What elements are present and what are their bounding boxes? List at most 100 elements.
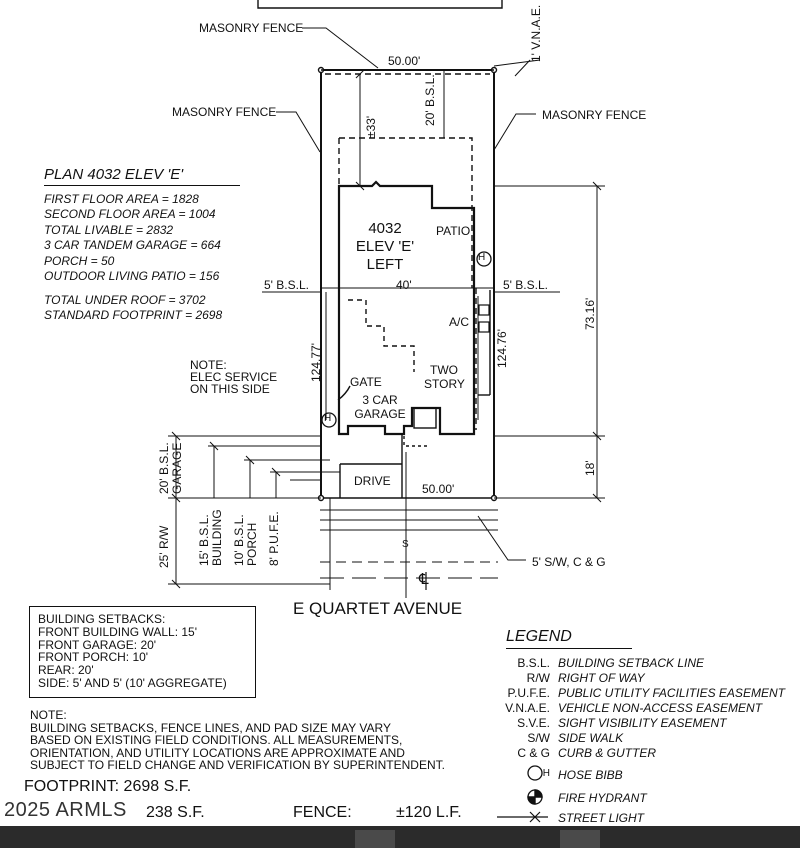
elevation-label: ELEV 'E'	[355, 238, 415, 255]
setback-line: FRONT PORCH: 10'	[38, 650, 149, 665]
sidewalk-label: 5' S/W, C & G	[532, 555, 606, 569]
setback-line: FRONT GARAGE: 20'	[38, 637, 157, 652]
plan-area-line: OUTDOOR LIVING PATIO = 156	[44, 269, 220, 283]
setback-line: SIDE: 5' AND 5' (10' AGGREGATE)	[38, 675, 227, 690]
armls-watermark: 2025 ARMLS	[4, 799, 127, 821]
masonry-fence-label-top: MASONRY FENCE	[199, 21, 304, 35]
plan-number: 4032	[368, 220, 402, 237]
setback-line: FRONT BUILDING WALL: 15'	[38, 624, 197, 639]
legend-def: CURB & GUTTER	[558, 746, 657, 760]
legend-item: P.U.F.E. PUBLIC UTILITY FACILITIES EASEM…	[480, 686, 800, 700]
partial-sf-value: 238 S.F.	[146, 804, 205, 821]
note-line: NOTE:	[30, 708, 67, 722]
legend-item: B.S.L. BUILDING SETBACK LINE	[480, 656, 800, 670]
garage-setback-dim: 20' B.S.L. GARAGE	[157, 442, 184, 494]
plan-title: PLAN 4032 ELEV 'E'	[44, 167, 240, 186]
masonry-fence-label-right: MASONRY FENCE	[542, 108, 647, 122]
plan-area-line: TOTAL LIVABLE = 2832	[44, 222, 174, 237]
note-line: SUBJECT TO FIELD CHANGE AND VERIFICATION…	[30, 758, 445, 772]
bottom-toolbar	[0, 826, 800, 848]
legend-def: FIRE HYDRANT	[558, 791, 647, 805]
toolbar-segment[interactable]	[355, 830, 395, 848]
elec-note-line: ELEC SERVICE	[190, 370, 278, 384]
legend-def: PUBLIC UTILITY FACILITIES EASEMENT	[558, 686, 785, 700]
hose-bibb-symbol-front: H	[324, 413, 332, 424]
legend-def: RIGHT OF WAY	[558, 671, 645, 685]
fence-label: FENCE:	[293, 804, 352, 821]
patio-label: PATIO	[436, 224, 471, 238]
setback-line: BUILDING SETBACKS:	[38, 612, 166, 626]
legend-def: HOSE BIBB	[558, 768, 623, 782]
legend-title: LEGEND	[506, 628, 632, 649]
vnae-label: 1' V.N.A.E.	[529, 4, 543, 62]
garage-label: 3 CAR GARAGE	[354, 393, 406, 421]
legend-item: FIRE HYDRANT	[480, 791, 800, 805]
legend-abbr: P.U.F.E.	[507, 686, 550, 700]
house-width-dim: 40'	[396, 278, 412, 292]
plan-area-line: TOTAL UNDER ROOF = 3702	[44, 292, 206, 307]
legend-item: S.V.E. SIGHT VISIBILITY EASEMENT	[480, 716, 800, 730]
rear-depth-dim: ±33'	[364, 115, 378, 138]
centerline-icon: ℄	[419, 571, 429, 588]
legend-def: SIGHT VISIBILITY EASEMENT	[558, 716, 727, 730]
ac-label: A/C	[449, 315, 470, 329]
legend-abbr: R/W	[526, 671, 550, 685]
house-depth-dim: 73.16'	[583, 297, 597, 330]
elec-note-line: ON THIS SIDE	[190, 382, 270, 396]
legend-item: C & G CURB & GUTTER	[480, 746, 800, 760]
gate-label: GATE	[350, 375, 382, 389]
hose-bibb-symbol-rear: H	[478, 252, 486, 263]
plan-info: PLAN 4032 ELEV 'E' FIRST FLOOR AREA = 18…	[44, 167, 240, 324]
lot-depth-right: 124.76'	[495, 329, 509, 368]
footprint-summary: FOOTPRINT: 2698 S.F.	[24, 778, 192, 795]
building-setbacks-box: BUILDING SETBACKS: FRONT BUILDING WALL: …	[29, 606, 256, 698]
plan-area-line: PORCH = 50	[44, 253, 115, 268]
side-bsl-right: 5' B.S.L.	[503, 278, 548, 292]
two-story-label: TWO STORY	[424, 363, 465, 391]
plan-area-line: STANDARD FOOTPRINT = 2698	[44, 308, 223, 322]
lot-depth-left: 124.77'	[309, 343, 323, 382]
note-line: BUILDING SETBACKS, FENCE LINES, AND PAD …	[30, 720, 391, 735]
legend-def: STREET LIGHT	[558, 811, 645, 825]
plan-area-line: 3 CAR TANDEM GARAGE = 664	[44, 238, 221, 252]
legend-abbr: V.N.A.E.	[505, 701, 550, 715]
street-name: E QUARTET AVENUE	[293, 599, 463, 618]
hose-bibb-icon: H	[542, 768, 550, 779]
elec-note: NOTE: ELEC SERVICE ON THIS SIDE	[190, 359, 277, 395]
legend-item: STREET LIGHT	[480, 811, 800, 825]
right-of-way-dim: 25' R/W	[157, 525, 171, 568]
setback-line: REAR: 20'	[38, 663, 94, 678]
legend-abbr: C & G	[517, 746, 550, 760]
plan-area-line: FIRST FLOOR AREA = 1828	[44, 191, 199, 206]
legend-def: SIDE WALK	[558, 731, 624, 745]
plan-area-line: SECOND FLOOR AREA = 1004	[44, 207, 216, 221]
toolbar-segment[interactable]	[560, 830, 600, 848]
note-line: BASED ON EXISTING FIELD CONDITIONS. ALL …	[30, 733, 403, 747]
legend-abbr: S.V.E.	[517, 716, 550, 730]
legend-item: V.N.A.E. VEHICLE NON-ACCESS EASEMENT	[480, 701, 800, 715]
rear-width-dim: 50.00'	[388, 54, 421, 68]
orientation-label: LEFT	[366, 256, 404, 273]
rear-setback-dim: 20' B.S.L.	[423, 74, 437, 126]
note-line: ORIENTATION, AND UTILITY LOCATIONS ARE A…	[30, 745, 405, 760]
fence-value: ±120 L.F.	[396, 804, 462, 821]
masonry-fence-label-left: MASONRY FENCE	[172, 105, 277, 119]
side-bsl-left: 5' B.S.L.	[264, 278, 309, 292]
general-note: NOTE: BUILDING SETBACKS, FENCE LINES, AN…	[30, 709, 445, 772]
porch-setback-dim: 10' B.S.L. PORCH	[232, 514, 259, 566]
legend-abbr: S/W	[527, 731, 550, 745]
elec-note-line: NOTE:	[190, 358, 227, 372]
street-s-label: S	[402, 539, 409, 550]
legend-def: BUILDING SETBACK LINE	[558, 656, 705, 670]
building-setback-dim: 15' B.S.L. BUILDING	[197, 509, 224, 566]
front-yard-dim: 18'	[583, 460, 597, 476]
legend-def: VEHICLE NON-ACCESS EASEMENT	[558, 701, 763, 715]
legend-item: H HOSE BIBB	[480, 768, 800, 782]
legend-abbr: B.S.L.	[517, 656, 550, 670]
front-width-dim: 50.00'	[422, 482, 455, 496]
legend-item: R/W RIGHT OF WAY	[480, 671, 800, 685]
drive-label: DRIVE	[354, 474, 391, 488]
legend-item: S/W SIDE WALK	[480, 731, 800, 745]
pufe-dim: 8' P.U.F.E.	[267, 511, 281, 566]
